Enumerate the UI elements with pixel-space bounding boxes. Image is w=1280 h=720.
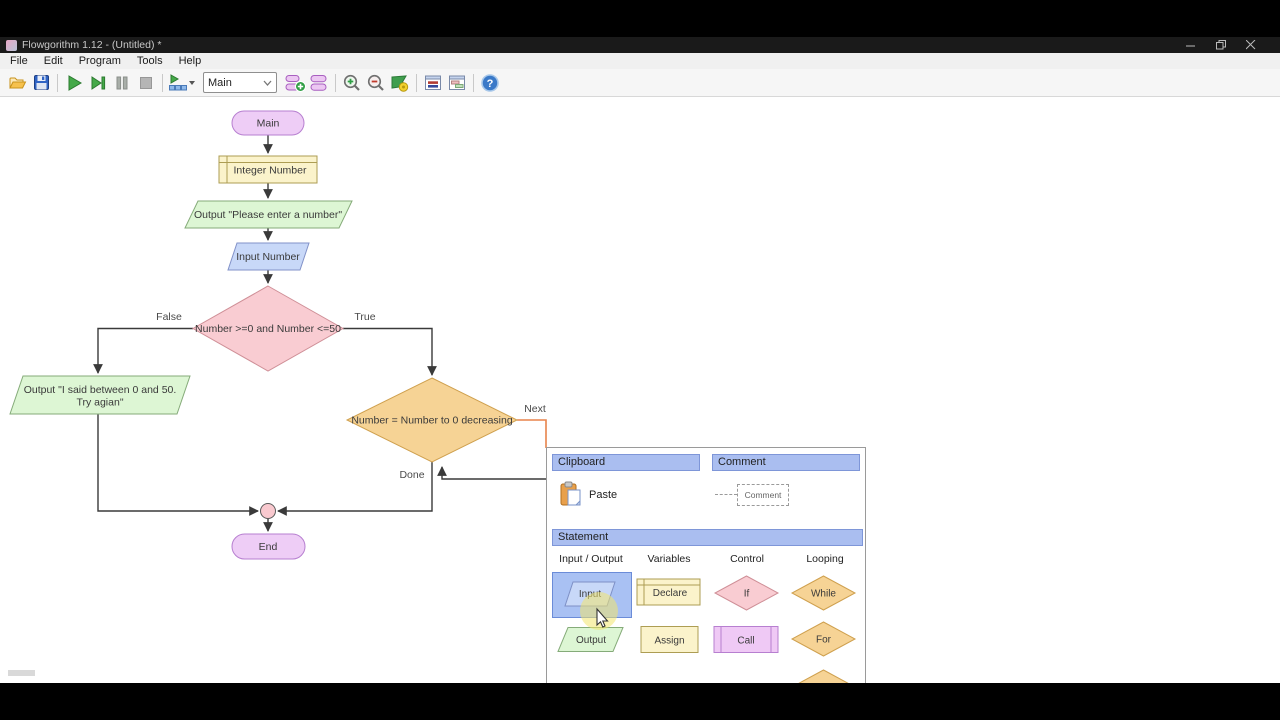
svg-text:?: ? — [487, 78, 494, 90]
paste-icon — [560, 481, 581, 506]
false-branch-line[interactable] — [93, 327, 193, 374]
svg-text:Try agian": Try agian" — [76, 397, 123, 409]
close-icon[interactable] — [1244, 38, 1258, 52]
flowchart-canvas[interactable]: Main Integer Number Output "Please enter… — [0, 97, 1280, 683]
next-branch-line-selected[interactable] — [517, 419, 547, 448]
svg-text:Number = Number to 0 decreasin: Number = Number to 0 decreasing — [351, 415, 513, 427]
functions-icon[interactable] — [307, 72, 331, 94]
toolbar: Main ? — [0, 69, 1280, 97]
true-label: True — [354, 311, 375, 323]
insert-statement-popup: Clipboard Comment Paste Comment Statemen… — [546, 447, 866, 683]
paste-item[interactable]: Paste — [589, 489, 618, 501]
flowchart: Main Integer Number Output "Please enter… — [9, 110, 547, 560]
chevron-down-icon — [263, 80, 272, 86]
comment-item[interactable]: Comment — [737, 484, 789, 506]
save-icon[interactable] — [29, 72, 53, 94]
add-function-icon[interactable] — [283, 72, 307, 94]
flowchart-layout-icon[interactable] — [167, 72, 197, 94]
function-selector[interactable]: Main — [203, 72, 277, 93]
assign-item[interactable]: Assign — [640, 625, 700, 654]
run-icon[interactable] — [62, 72, 86, 94]
svg-text:For: For — [816, 635, 832, 646]
zoom-out-icon[interactable] — [364, 72, 388, 94]
call-item[interactable]: Call — [713, 625, 780, 654]
node-for[interactable]: Number = Number to 0 decreasing — [345, 377, 519, 463]
svg-text:Call: Call — [737, 636, 754, 647]
column-looping: Looping — [806, 553, 844, 565]
svg-text:Integer Number: Integer Number — [234, 165, 307, 177]
flowgorithm-window: Flowgorithm 1.12 - (Untitled) * File Edi… — [0, 37, 1280, 683]
window-title: Flowgorithm 1.12 - (Untitled) * — [22, 39, 162, 51]
loop-back-line — [437, 466, 546, 480]
svg-text:Input Number: Input Number — [236, 251, 300, 263]
node-output-error[interactable]: Output "I said between 0 and 50. Try agi… — [9, 375, 191, 415]
node-main[interactable]: Main — [231, 110, 305, 136]
column-control: Control — [730, 553, 764, 565]
menu-file[interactable]: File — [10, 55, 28, 67]
if-item[interactable]: If — [713, 574, 780, 612]
console-icon[interactable] — [421, 72, 445, 94]
comment-connector — [715, 494, 737, 495]
node-input[interactable]: Input Number — [227, 242, 310, 271]
node-declare[interactable]: Integer Number — [218, 155, 318, 184]
column-variables: Variables — [647, 553, 691, 565]
title-bar: Flowgorithm 1.12 - (Untitled) * — [0, 37, 1280, 53]
menu-bar: File Edit Program Tools Help — [0, 53, 1280, 69]
for-item[interactable]: For — [790, 620, 857, 658]
node-if[interactable]: Number >=0 and Number <=50 — [191, 285, 345, 372]
menu-program[interactable]: Program — [78, 55, 121, 67]
minimize-icon[interactable] — [1184, 38, 1198, 52]
menu-edit[interactable]: Edit — [43, 55, 63, 67]
svg-text:Output "I said between 0 and 5: Output "I said between 0 and 50. — [24, 384, 177, 396]
do-item-partial[interactable] — [790, 668, 857, 683]
node-end[interactable]: End — [231, 533, 306, 560]
statement-header: Statement — [552, 529, 863, 546]
node-output-prompt[interactable]: Output "Please enter a number" — [184, 200, 353, 229]
svg-text:End: End — [259, 541, 278, 553]
declare-item[interactable]: Declare — [636, 576, 702, 608]
stop-icon[interactable] — [134, 72, 158, 94]
pause-icon[interactable] — [110, 72, 134, 94]
svg-text:If: If — [744, 589, 750, 600]
done-label: Done — [399, 469, 424, 481]
true-branch-line[interactable] — [343, 327, 437, 376]
app-icon[interactable] — [6, 39, 17, 51]
next-label: Next — [524, 403, 546, 415]
svg-text:Number >=0 and Number <=50: Number >=0 and Number <=50 — [195, 323, 341, 335]
false-label: False — [156, 311, 182, 323]
menu-tools[interactable]: Tools — [136, 55, 163, 67]
mouse-cursor — [580, 592, 618, 630]
variable-watch-icon[interactable] — [388, 72, 412, 94]
scrollbar-corner — [8, 670, 35, 676]
svg-text:Declare: Declare — [653, 588, 688, 599]
while-item[interactable]: While — [790, 574, 857, 612]
windows-layout-icon[interactable] — [445, 72, 469, 94]
column-input-output: Input / Output — [559, 553, 623, 565]
svg-text:Output "Please enter a number": Output "Please enter a number" — [194, 209, 342, 221]
junction-node — [260, 503, 276, 519]
svg-text:While: While — [811, 589, 836, 600]
zoom-in-icon[interactable] — [340, 72, 364, 94]
comment-header: Comment — [712, 454, 860, 471]
step-icon[interactable] — [86, 72, 110, 94]
restore-icon[interactable] — [1214, 38, 1228, 52]
open-icon[interactable] — [5, 72, 29, 94]
svg-text:Assign: Assign — [654, 636, 684, 647]
window-controls — [1184, 38, 1258, 52]
svg-text:Output: Output — [576, 635, 606, 646]
help-icon[interactable]: ? — [478, 72, 502, 94]
svg-text:Main: Main — [257, 118, 280, 130]
function-selector-value: Main — [208, 76, 232, 89]
clipboard-header: Clipboard — [552, 454, 700, 471]
menu-help[interactable]: Help — [178, 55, 202, 67]
